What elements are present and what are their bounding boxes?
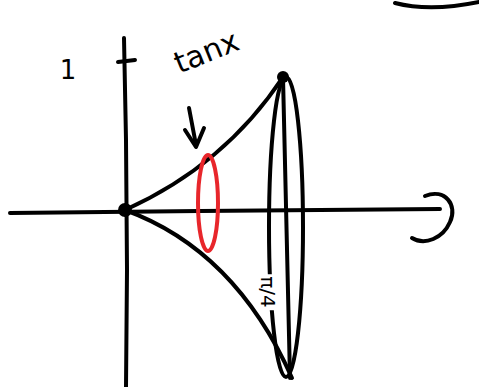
rotation-arrow (412, 194, 452, 241)
disk-radius-line (283, 77, 290, 378)
sketch-label: π/4 (257, 274, 279, 310)
sketch-label: 1 (58, 56, 79, 84)
stray-stroke (395, 2, 479, 7)
origin-dot (118, 203, 132, 217)
end-disk (269, 77, 303, 377)
endpoint-dot (277, 71, 289, 83)
lower-curve (125, 210, 292, 378)
slice-disk (198, 155, 218, 251)
axis-tick (118, 60, 135, 62)
sketch-label: tanx (167, 24, 245, 80)
pointer-arrowhead (185, 128, 204, 147)
x-axis (10, 209, 440, 213)
upper-curve (125, 77, 283, 210)
